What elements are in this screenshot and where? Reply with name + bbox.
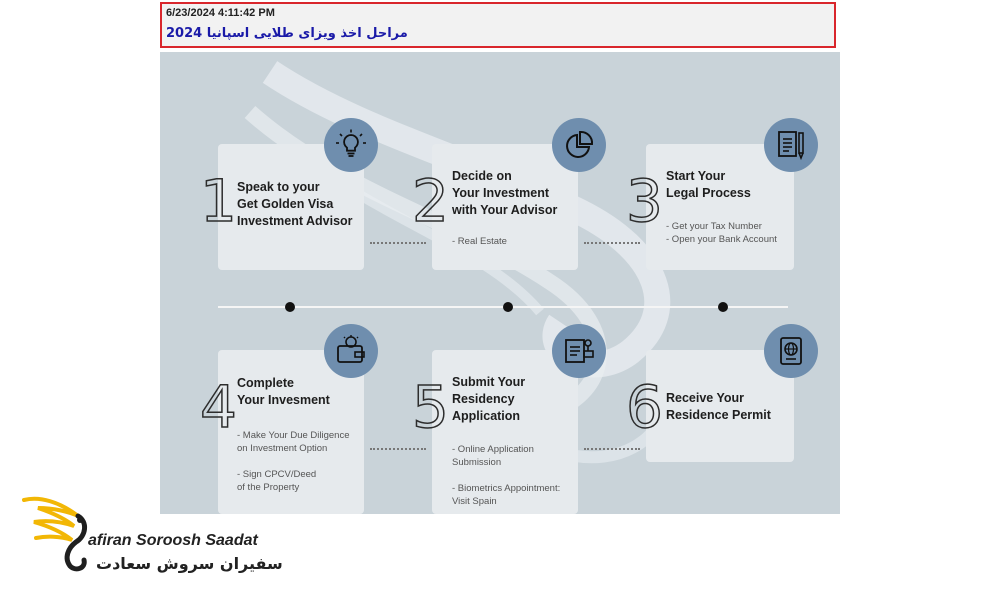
step-card-4	[218, 350, 364, 514]
step-2-bullets: - Real Estate	[452, 236, 507, 247]
step-5-icon-circle	[552, 324, 606, 378]
caption-header: 6/23/2024 4:11:42 PM مراحل اخذ ویزای طلا…	[160, 2, 836, 48]
logo-name-persian: سفیران سروش سعادت	[96, 554, 283, 573]
step-4-heading: Complete Your Invesment	[237, 376, 330, 407]
connector-1-2	[370, 242, 426, 244]
step-2-icon-circle	[552, 118, 606, 172]
page-title: مراحل اخذ ویزای طلایی اسپانیا 2024	[166, 26, 408, 41]
timeline-dot-3	[718, 302, 728, 312]
connector-4-5	[370, 448, 426, 450]
step-2-heading: Decide on Your Investment with Your Advi…	[452, 169, 558, 217]
step-5-number: 5	[411, 373, 449, 441]
timestamp: 6/23/2024 4:11:42 PM	[166, 7, 275, 19]
connector-5-6	[584, 448, 640, 450]
step-6-number: 6	[625, 373, 663, 441]
step-3-bullets: - Get your Tax Number - Open your Bank A…	[666, 221, 777, 245]
step-6-heading: Receive Your Residence Permit	[666, 391, 771, 422]
step-5-heading: Submit Your Residency Application	[452, 375, 526, 423]
golden-visa-infographic: 1 2 3 4 5 6 Speak to your Get Golden Vis…	[160, 52, 840, 514]
step-card-3	[646, 144, 794, 270]
step-3-icon-circle	[764, 118, 818, 172]
pie-chart-icon	[566, 130, 594, 158]
step-4-bullets: - Make Your Due Diligence on Investment …	[237, 430, 350, 493]
step-5-bullets: - Online Application Submission - Biomet…	[452, 444, 561, 507]
step-4-number: 4	[199, 373, 237, 441]
passport-icon	[780, 337, 802, 365]
timeline-dot-2	[503, 302, 513, 312]
logo-name-english: afiran Soroosh Saadat	[88, 532, 258, 549]
application-stamp-icon	[565, 339, 594, 363]
timeline-dot-1	[285, 302, 295, 312]
step-6-icon-circle	[764, 324, 818, 378]
document-pen-icon	[778, 131, 804, 161]
step-1-heading: Speak to your Get Golden Visa Investment…	[237, 180, 353, 228]
step-2-number: 2	[411, 167, 449, 235]
step-1-icon-circle	[324, 118, 378, 172]
connector-2-3	[584, 242, 640, 244]
step-card-5	[432, 350, 578, 514]
step-1-number: 1	[199, 167, 237, 235]
step-card-2	[432, 144, 578, 270]
eagle-logo-icon	[22, 496, 87, 572]
company-logo: afiran Soroosh Saadat سفیران سروش سعادت	[20, 492, 300, 592]
step-3-heading: Start Your Legal Process	[666, 169, 751, 200]
wallet-money-icon	[337, 335, 365, 363]
lightbulb-icon	[336, 129, 366, 157]
step-4-icon-circle	[324, 324, 378, 378]
step-3-number: 3	[625, 167, 663, 235]
step-card-6	[646, 350, 794, 462]
